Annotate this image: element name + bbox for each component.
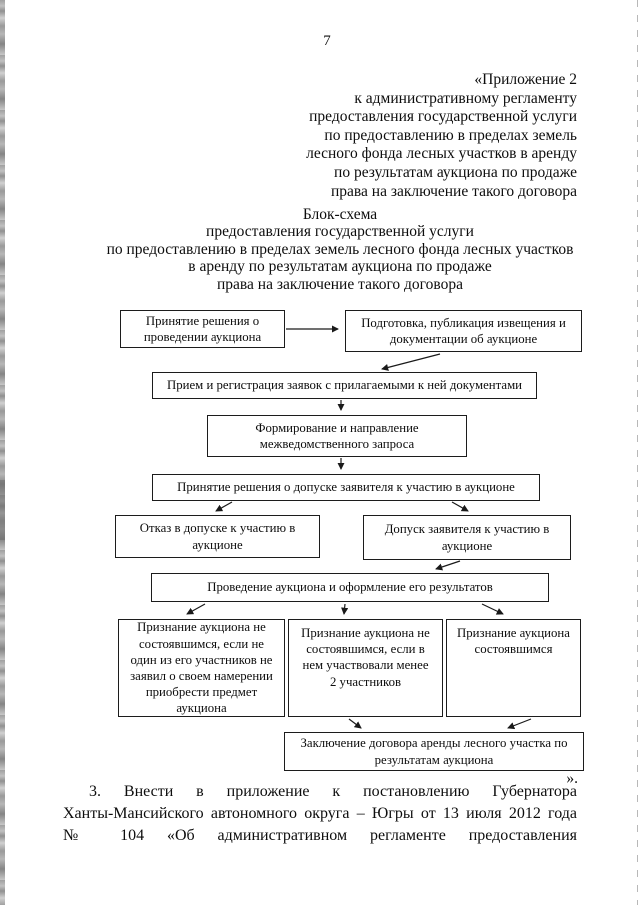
- arrow-failed-few-to-conclusion: [348, 718, 362, 729]
- flowchart-box-interagency: Формирование и направление межведомствен…: [207, 415, 467, 457]
- flowchart-box-conclusion: Заключение договора аренды лесного участ…: [284, 732, 584, 771]
- arrow-held-to-conclusion: [507, 718, 532, 730]
- annex-header-line: «Приложение 2: [474, 71, 577, 88]
- flowchart-box-decision: Принятие решения о проведении аукциона: [120, 310, 285, 348]
- arrow-to-refusal: [215, 501, 233, 512]
- arrow-admission-to-conduct: [435, 560, 461, 571]
- page-number: 7: [323, 33, 331, 49]
- scheme-title-line: Блок-схема: [302, 206, 378, 223]
- annex-header-line: права на заключение такого договора: [330, 182, 577, 200]
- arrow-preparation-to-reception: [381, 353, 441, 371]
- scheme-title-line: по предоставлению в пределах земель лесн…: [106, 240, 574, 258]
- annex-header-line: лесного фонда лесных участков в аренду: [306, 145, 577, 163]
- scheme-title-line: предоставления государственной услуги: [206, 223, 474, 241]
- arrow-conduct-to-held: [481, 603, 504, 615]
- flowchart-box-failed-no-intent: Признание аукциона не состоявшимся, если…: [118, 619, 285, 717]
- closing-quote: ».: [566, 770, 578, 787]
- annex-header-line: по результатам аукциона по продаже: [334, 163, 577, 181]
- scheme-title-line: в аренду по результатам аукциона по прод…: [188, 258, 492, 276]
- scheme-title-line: права на заключение такого договора: [216, 275, 463, 293]
- scheme-title: Блок-схема предоставления государственно…: [90, 206, 590, 293]
- flowchart-box-admission-decision: Принятие решения о допуске заявителя к у…: [152, 474, 540, 501]
- flowchart-box-conduct: Проведение аукциона и оформление его рез…: [151, 573, 549, 602]
- flowchart-box-refusal: Отказ в допуске к участию в аукционе: [115, 515, 320, 558]
- flowchart-box-failed-few: Признание аукциона не состоявшимся, если…: [288, 619, 443, 717]
- arrow-to-admission: [451, 501, 469, 512]
- flowchart-box-admission: Допуск заявителя к участию в аукционе: [363, 515, 571, 560]
- flowchart-box-reception: Прием и регистрация заявок с прилагаемым…: [152, 372, 537, 399]
- body-paragraph: 3. Внести в приложение к постановлению Г…: [63, 781, 577, 847]
- flowchart-box-held: Признание аукциона состоявшимся: [446, 619, 581, 717]
- body-paragraph-line: № 104 «Об административном регламенте пр…: [63, 827, 577, 844]
- annex-header: «Приложение 2 к административному реглам…: [157, 71, 577, 201]
- scan-artifact-right-edge: [637, 0, 638, 905]
- arrow-conduct-to-failed-few: [341, 603, 349, 615]
- body-paragraph-line: Ханты-Мансийского автономного округа – Ю…: [63, 805, 577, 822]
- scan-artifact-left-stripe: [0, 0, 5, 905]
- body-paragraph-line: 3. Внести в приложение к постановлению Г…: [89, 783, 577, 800]
- annex-header-line: предоставления государственной услуги: [309, 108, 577, 126]
- annex-header-line: к административному регламенту: [354, 89, 577, 107]
- flowchart-box-preparation: Подготовка, публикация извещения и докум…: [345, 310, 582, 352]
- annex-header-line: по предоставлению в пределах земель: [324, 126, 577, 144]
- arrow-conduct-to-failed-no-intent: [186, 603, 206, 615]
